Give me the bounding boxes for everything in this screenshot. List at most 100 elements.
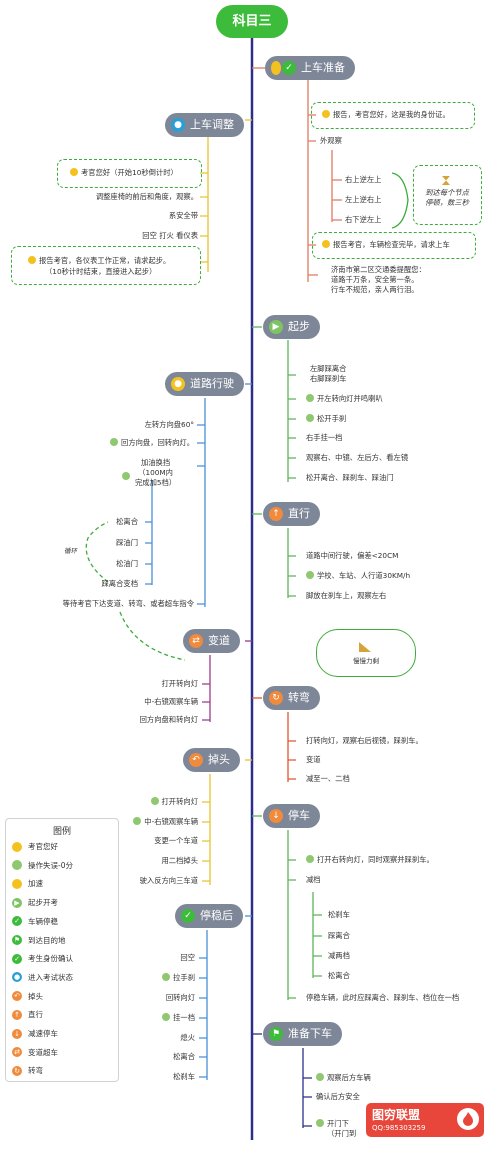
leaf-return-signal[interactable]: 回方向盘和转向灯 <box>139 715 198 724</box>
leaf-press-clutch[interactable]: 踩离合 <box>328 931 350 940</box>
leaf-handbrake[interactable]: 拉手刹 <box>162 973 195 983</box>
leaf-shift-up[interactable]: 加油换挡 （100M内 完成加5档） <box>135 458 177 487</box>
legend-label: 减速停车 <box>28 1029 58 1038</box>
floating-topic[interactable]: 慢慢力剩 <box>316 629 416 677</box>
leaf-right-rear[interactable]: 右下逆左上 <box>345 215 382 224</box>
leaf-release-clutch[interactable]: 松开离合、踩刹车、踩油门 <box>306 473 394 482</box>
topic-label: 准备下车 <box>288 1027 332 1040</box>
leaf-report-boarding[interactable]: 报告考官，车辆检查完毕，请求上车 <box>322 240 450 250</box>
leaf-right-front[interactable]: 右上逆左上 <box>345 175 382 184</box>
topic-seat-adjust[interactable]: ● 上车调整 <box>165 113 244 137</box>
leaf-loop-shift[interactable]: 踩离合变档 <box>101 579 138 588</box>
leaf-u-second-gear[interactable]: 用二档掉头 <box>161 856 198 865</box>
leaf-downshift[interactable]: 减至一、二档 <box>306 774 350 783</box>
leaf-confirm-safe[interactable]: 确认后方安全 <box>316 1092 360 1101</box>
leaf-two-downshifts[interactable]: 减两档 <box>328 951 350 960</box>
leaf-stop-vehicle[interactable]: 停稳车辆，此时应踩离合、踩刹车、档位在一档 <box>306 993 460 1002</box>
legend-icon: ↻ <box>12 1065 22 1076</box>
leaf-observe-mirrors[interactable]: 观察右、中镜、左后方、看左镜 <box>306 453 409 462</box>
leaf-neutral[interactable]: 回空 <box>180 953 195 962</box>
topic-label: 掉头 <box>208 753 230 766</box>
arrow-up-icon: ↑ <box>269 507 283 521</box>
topic-exit-prep[interactable]: ⚑ 准备下车 <box>263 1022 342 1046</box>
loop-label: 循环 <box>64 547 77 555</box>
topic-lane-change[interactable]: ⇄ 变道 <box>183 629 240 653</box>
leaf-u-third-lane[interactable]: 驶入反方向三车道 <box>139 876 198 885</box>
leaf-turn-lane[interactable]: 变道 <box>306 755 321 764</box>
leaf-await-instruction[interactable]: 等待考官下达变道、转弯、或者超车指令 <box>62 599 194 608</box>
topic-parking[interactable]: ↓ 停车 <box>263 804 320 828</box>
topic-u-turn[interactable]: ↶ 掉头 <box>183 748 240 772</box>
smiley-icon <box>322 240 330 248</box>
leaf-adjust-seat[interactable]: 调整座椅的前后和角度，观察。 <box>95 192 198 201</box>
leaf-first-gear-stop[interactable]: 挂一档 <box>162 1013 195 1023</box>
leaf-mirror-check[interactable]: 中-右镜观察车辆 <box>144 697 198 706</box>
legend-item: ⇄ 变道超车 <box>12 1047 58 1058</box>
leaf-speed-limit[interactable]: 学校、车站、人行道30KM/h <box>306 571 410 581</box>
leaf-clutch-brake[interactable]: 左脚踩离合 右脚踩刹车 <box>310 364 347 383</box>
note-pause: 到达每个节点 停顿，数三秒 <box>425 188 469 207</box>
legend-icon: ● <box>12 972 22 983</box>
leaf-loop-gas[interactable]: 踩油门 <box>116 538 138 547</box>
neutral-face-icon <box>306 855 314 863</box>
watermark: 图穷联盟 QQ:985303259 <box>366 1103 484 1137</box>
legend-label: 车辆停稳 <box>28 916 58 926</box>
check-icon: ✓ <box>181 909 195 923</box>
leaf-release-brake[interactable]: 松刹车 <box>328 910 350 919</box>
topic-after-stop[interactable]: ✓ 停稳后 <box>175 904 243 928</box>
leaf-observe-rear[interactable]: 观察后方车辆 <box>316 1073 371 1083</box>
legend-item: ▶起步开考 <box>12 897 58 908</box>
leaf-lane-center[interactable]: 道路中间行驶，偏差<20CM <box>306 551 399 560</box>
leaf-ignition[interactable]: 回空 打火 看仪表 <box>142 231 198 240</box>
legend-item: ●进入考试状态 <box>12 972 73 983</box>
leaf-right-signal-brake[interactable]: 打开右转向灯，同时观察并踩刹车。 <box>306 855 434 865</box>
leaf-turn-wheel[interactable]: 左转方向盘60° <box>144 420 194 429</box>
leaf-report-id[interactable]: 报告，考官您好，这是我的身份证。 <box>322 110 450 120</box>
root-topic[interactable]: 科目三 <box>216 5 288 38</box>
leaf-seatbelt[interactable]: 系安全带 <box>168 211 198 220</box>
leaf-cancel-signal[interactable]: 回转向灯 <box>165 993 195 1002</box>
topic-straight[interactable]: ↑ 直行 <box>263 502 320 526</box>
leaf-loop-release-gas[interactable]: 松油门 <box>116 559 138 568</box>
legend-label: 变道超车 <box>28 1047 58 1057</box>
leaf-release-clutch2[interactable]: 松离合 <box>328 971 350 980</box>
leaf-left-signal-horn[interactable]: 开左转向灯并鸣喇叭 <box>306 394 383 404</box>
leaf-open-door[interactable]: 开门下（开门到 <box>316 1119 356 1139</box>
legend-item: ↻转弯 <box>12 1065 43 1076</box>
play-icon: ▶ <box>269 320 283 334</box>
leaf-shift-down[interactable]: 减档 <box>306 875 321 884</box>
leaf-release-handbrake[interactable]: 松开手刹 <box>306 414 346 424</box>
smiley-icon <box>271 61 281 75</box>
person-check-icon: ✓ <box>282 61 296 75</box>
leaf-release-clutch3[interactable]: 松离合 <box>173 1052 195 1061</box>
leaf-report-gauges[interactable]: 报告考官，各仪表工作正常，请求起步。 <box>28 256 170 266</box>
legend-icon: ⇄ <box>12 1047 22 1058</box>
leaf-return-wheel[interactable]: 回方向盘，回转向灯。 <box>110 438 194 448</box>
leaf-loop-clutch[interactable]: 松离合 <box>116 517 138 526</box>
leaf-foot-on-brake[interactable]: 脚放在刹车上，观察左右 <box>306 591 387 600</box>
leaf-exterior-check[interactable]: 外观察 <box>320 136 342 145</box>
leaf-safety-reminder[interactable]: 济南市第二区交通委提醒您： 道路千万条，安全第一条。 行车不规范，亲人两行泪。 <box>331 265 426 294</box>
leaf-u-signal[interactable]: 打开转向灯 <box>150 797 198 807</box>
legend-item: ↶掉头 <box>12 991 43 1002</box>
legend-icon: ✓ <box>12 953 22 964</box>
leaf-turn-signal-brake[interactable]: 打转向灯，观察右后视镜，踩刹车。 <box>306 736 423 745</box>
turn-icon: ↻ <box>269 691 283 705</box>
topic-boarding-prep[interactable]: ✓ 上车准备 <box>265 56 355 80</box>
neutral-face-icon <box>110 438 119 446</box>
topic-start[interactable]: ▶ 起步 <box>263 315 320 339</box>
leaf-left-front[interactable]: 左上逆右上 <box>345 195 382 204</box>
leaf-u-lane[interactable]: 变更一个车道 <box>154 836 198 845</box>
leaf-release-brake2[interactable]: 松刹车 <box>173 1072 195 1081</box>
leaf-first-gear[interactable]: 右手挂一档 <box>306 433 343 442</box>
leaf-greet-examiner[interactable]: 考官您好（开始10秒倒计时） <box>70 168 178 178</box>
leaf-engine-off[interactable]: 熄火 <box>180 1033 195 1042</box>
flame-icon <box>457 1108 479 1130</box>
topic-turn[interactable]: ↻ 转弯 <box>263 686 320 710</box>
leaf-turn-signal[interactable]: 打开转向灯 <box>161 679 198 688</box>
topic-road-driving[interactable]: ● 道路行驶 <box>165 372 244 396</box>
legend-title: 图例 <box>52 827 71 837</box>
legend-icon <box>12 841 22 852</box>
leaf-u-mirror[interactable]: 中-右镜观察车辆 <box>133 817 198 827</box>
